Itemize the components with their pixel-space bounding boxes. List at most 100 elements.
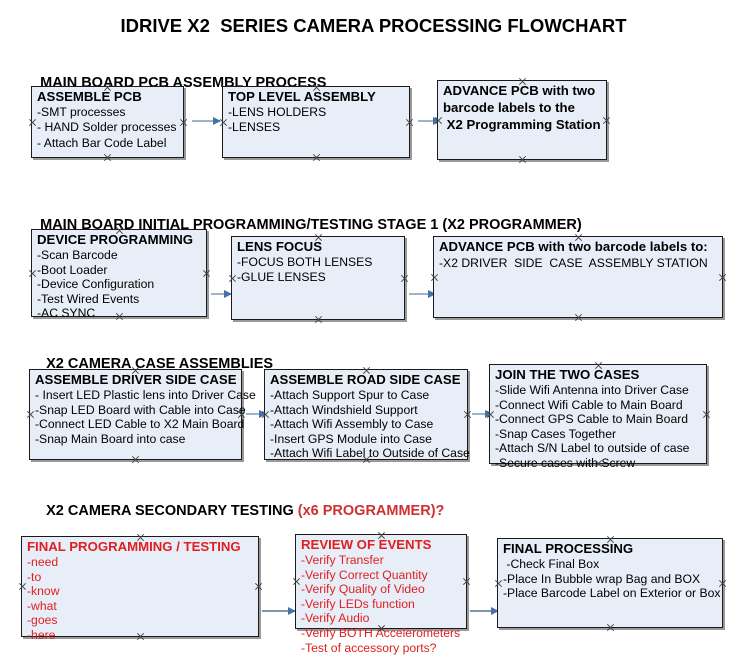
connection-handle-left[interactable] [28, 118, 37, 127]
node-line: -Snap Main Board into case [35, 431, 186, 446]
connection-handle-top[interactable] [362, 366, 371, 375]
connection-handle-bottom[interactable] [312, 153, 321, 162]
connection-handle-top[interactable] [377, 531, 386, 540]
node-line: -Connect LED Cable to X2 Main Board [35, 417, 245, 432]
node-line: -LENS HOLDERS [228, 105, 327, 119]
node-line: -Verify Quality of Video [301, 582, 425, 597]
node-line: - Insert LED Plastic lens into Driver Ca… [35, 388, 256, 402]
connection-handle-left[interactable] [18, 582, 27, 591]
connection-handle-right[interactable] [179, 118, 188, 127]
node-line: -Secure cases with Screw [495, 455, 636, 470]
connection-handle-bottom[interactable] [594, 459, 603, 468]
arrow-lens-focus-to-advance-pcb-driver-side [409, 289, 436, 298]
node-line: -AC SYNC [37, 306, 96, 321]
connection-handle-left[interactable] [292, 577, 301, 586]
node-line: -GLUE LENSES [237, 270, 326, 285]
connection-handle-right[interactable] [237, 410, 246, 419]
node-line: -Verify Correct Quantity [301, 567, 428, 582]
connection-handle-left[interactable] [494, 579, 503, 588]
connection-handle-right[interactable] [463, 410, 472, 419]
node-title: ASSEMBLE PCB [37, 89, 142, 104]
connection-handle-top[interactable] [314, 233, 323, 242]
node-title: FINAL PROGRAMMING / TESTING [27, 539, 241, 554]
node-title: REVIEW OF EVENTS [301, 537, 432, 552]
section-heading-text: X2 CAMERA CASE ASSEMBLIES [46, 356, 274, 372]
node-title: JOIN THE TWO CASES [495, 367, 640, 382]
node-line: barcode labels to the [443, 100, 575, 115]
node-device-programming[interactable]: DEVICE PROGRAMMING -Scan Barcode -Boot L… [28, 226, 207, 320]
node-line: -Attach Support Spur to Case [270, 388, 430, 402]
node-line: -Check Final Box [503, 557, 600, 571]
node-line: -Device Configuration [37, 277, 155, 292]
connection-handle-right[interactable] [702, 410, 711, 419]
node-line: -Insert GPS Module into Case [270, 431, 432, 446]
connection-handle-left[interactable] [261, 410, 270, 419]
node-line: -Place Barcode Label on Exterior or Box [503, 586, 721, 601]
connection-handle-left[interactable] [28, 269, 37, 278]
node-line: -Test Wired Events [37, 291, 140, 306]
node-final-programming-testing[interactable]: FINAL PROGRAMMING / TESTING -need -to -k… [18, 533, 259, 642]
node-line: X2 Programming Station [443, 117, 601, 132]
connection-handle-top[interactable] [131, 366, 140, 375]
connection-handle-left[interactable] [486, 410, 495, 419]
node-lens-focus[interactable]: LENS FOCUS -FOCUS BOTH LENSES -GLUE LENS… [231, 236, 405, 320]
node-line: -Verify BOTH Accelerometers [301, 625, 461, 640]
node-line: -Slide Wifi Antenna into Driver Case [495, 383, 689, 397]
connection-handle-top[interactable] [606, 535, 615, 544]
connection-handle-right[interactable] [718, 579, 727, 588]
node-line: -SMT processes [37, 105, 126, 119]
connection-handle-top[interactable] [136, 533, 145, 542]
node-line: -to [27, 569, 42, 584]
connection-handle-bottom[interactable] [103, 153, 112, 162]
connection-handle-top[interactable] [518, 77, 527, 86]
connection-handle-bottom[interactable] [518, 155, 527, 164]
node-line: -LENSES [228, 120, 281, 135]
connection-handle-top[interactable] [103, 83, 112, 92]
node-title: ASSEMBLE ROAD SIDE CASE [270, 372, 461, 387]
connection-handle-right[interactable] [202, 269, 211, 278]
node-assemble-driver-side-case[interactable]: ASSEMBLE DRIVER SIDE CASE - Insert LED P… [26, 366, 256, 460]
node-line: -Attach Wifi Assembly to Case [270, 417, 434, 432]
section-heading-text: X2 CAMERA SECONDARY TESTING [46, 503, 298, 519]
connection-handle-bottom[interactable] [314, 315, 323, 324]
connection-handle-right[interactable] [254, 582, 263, 591]
connection-handle-top[interactable] [115, 226, 124, 235]
node-assemble-pcb[interactable]: ASSEMBLE PCB -SMT processes - HAND Solde… [31, 86, 184, 158]
node-line: - HAND Solder processes [37, 120, 177, 135]
node-line: -Attach S/N Label to outside of case [495, 441, 690, 456]
node-advance-pcb-programming-station[interactable]: ADVANCE PCB with two barcode labels to t… [437, 80, 607, 160]
connection-handle-top[interactable] [594, 361, 603, 370]
connection-handle-left[interactable] [219, 118, 228, 127]
node-review-of-events[interactable]: REVIEW OF EVENTS -Verify Transfer -Verif… [292, 531, 467, 655]
connection-handle-bottom[interactable] [362, 455, 371, 464]
node-final-processing[interactable]: FINAL PROCESSING -Check Final Box -Place… [497, 538, 723, 628]
connection-handle-left[interactable] [26, 410, 35, 419]
node-top-level-assembly[interactable]: TOP LEVEL ASSEMBLY -LENS HOLDERS -LENSES [222, 86, 410, 158]
node-title: ADVANCE PCB with two barcode labels to: [439, 239, 708, 254]
connection-handle-right[interactable] [400, 274, 409, 283]
node-title: TOP LEVEL ASSEMBLY [228, 89, 376, 104]
node-line: -Snap Cases Together [495, 426, 617, 441]
node-advance-pcb-driver-side-case[interactable]: ADVANCE PCB with two barcode labels to: … [433, 236, 723, 318]
section-heading-accent: (x6 PROGRAMMER)? [297, 503, 445, 519]
node-join-the-two-cases[interactable]: JOIN THE TWO CASES -Slide Wifi Antenna i… [486, 361, 707, 470]
node-assemble-road-side-case[interactable]: ASSEMBLE ROAD SIDE CASE -Attach Support … [261, 366, 470, 460]
connection-handle-top[interactable] [312, 83, 321, 92]
connection-handle-bottom[interactable] [136, 632, 145, 641]
connection-handle-left[interactable] [228, 274, 237, 283]
connection-handle-right[interactable] [462, 577, 471, 586]
connection-handle-bottom[interactable] [115, 312, 124, 321]
node-title: FINAL PROCESSING [503, 541, 634, 556]
connection-handle-right[interactable] [405, 118, 414, 127]
connection-handle-left[interactable] [434, 116, 443, 125]
connection-handle-bottom[interactable] [131, 455, 140, 464]
connection-handle-bottom[interactable] [377, 624, 386, 633]
connection-handle-bottom[interactable] [574, 313, 583, 322]
connection-handle-top[interactable] [574, 233, 583, 242]
connection-handle-right[interactable] [602, 116, 611, 125]
node-line: -Verify LEDs function [301, 596, 415, 611]
connection-handle-left[interactable] [430, 273, 439, 282]
connection-handle-right[interactable] [718, 273, 727, 282]
connection-handle-bottom[interactable] [606, 623, 615, 632]
